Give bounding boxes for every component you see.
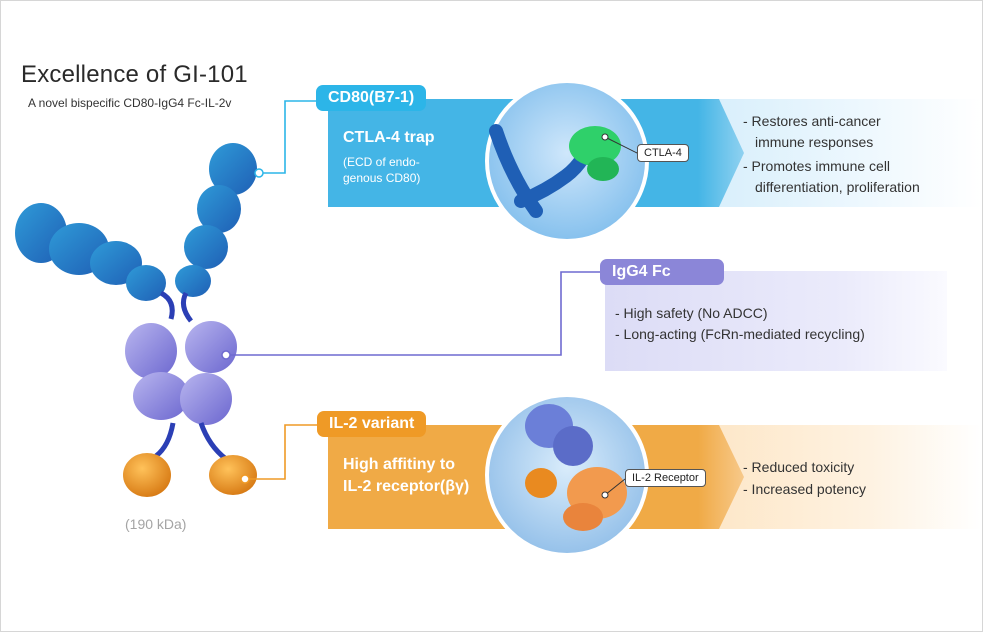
hinge-linker	[159, 290, 193, 323]
il2-effect-1: - Reduced toxicity	[743, 459, 855, 475]
molecular-weight-label: (190 kDa)	[125, 516, 187, 532]
il2-domain	[123, 453, 257, 497]
ctla4-callout: CTLA-4	[637, 144, 689, 162]
il2-receptor-callout: IL-2 Receptor	[625, 469, 706, 487]
il2-effects-panel	[698, 425, 982, 529]
page-title: Excellence of GI-101	[21, 61, 248, 88]
il2-heading-line1: High affitiny to	[343, 456, 455, 473]
igg4-effects-panel	[605, 271, 947, 371]
il2-label: IL-2 variant	[317, 411, 427, 437]
cd80-note-line2: genous CD80)	[343, 171, 421, 185]
cd80-heading: CTLA-4 trap	[343, 129, 435, 146]
cd80-effect-2-cont: differentiation, proliferation	[755, 179, 920, 195]
il2-linker	[154, 422, 228, 461]
il2-effect-2: - Increased potency	[743, 481, 866, 497]
cd80-arrow	[698, 99, 744, 207]
il2-connector	[245, 424, 319, 480]
cd80-effect-1: - Restores anti-cancer	[743, 113, 881, 129]
igg4-connector	[226, 271, 601, 356]
igg4-label: IgG4 Fc	[600, 259, 724, 285]
il2-heading-line2: IL-2 receptor(βγ)	[343, 478, 470, 495]
igg4-effect-1: - High safety (No ADCC)	[615, 305, 768, 321]
page-subtitle: A novel bispecific CD80-IgG4 Fc-IL-2v	[28, 96, 232, 110]
igg4-effect-2: - Long-acting (FcRn-mediated recycling)	[615, 326, 865, 342]
cd80-arm-right	[175, 143, 257, 297]
cd80-arm-left	[15, 203, 166, 301]
igg4-fc-domain	[125, 321, 237, 425]
cd80-note-line1: (ECD of endo-	[343, 155, 420, 169]
cd80-label: CD80(B7-1)	[316, 85, 427, 111]
cd80-effect-1-cont: immune responses	[755, 134, 874, 150]
igg4-connector-dot	[221, 350, 231, 360]
ctla4-binding-view	[485, 79, 649, 243]
cd80-effects-panel	[698, 99, 982, 207]
il2-connector-dot	[240, 474, 250, 484]
cd80-effect-2: - Promotes immune cell	[743, 158, 891, 174]
il2-receptor-binding-view	[485, 393, 649, 557]
il2-arrow	[698, 425, 744, 529]
cd80-connector	[259, 100, 319, 174]
cd80-connector-dot	[254, 168, 264, 178]
